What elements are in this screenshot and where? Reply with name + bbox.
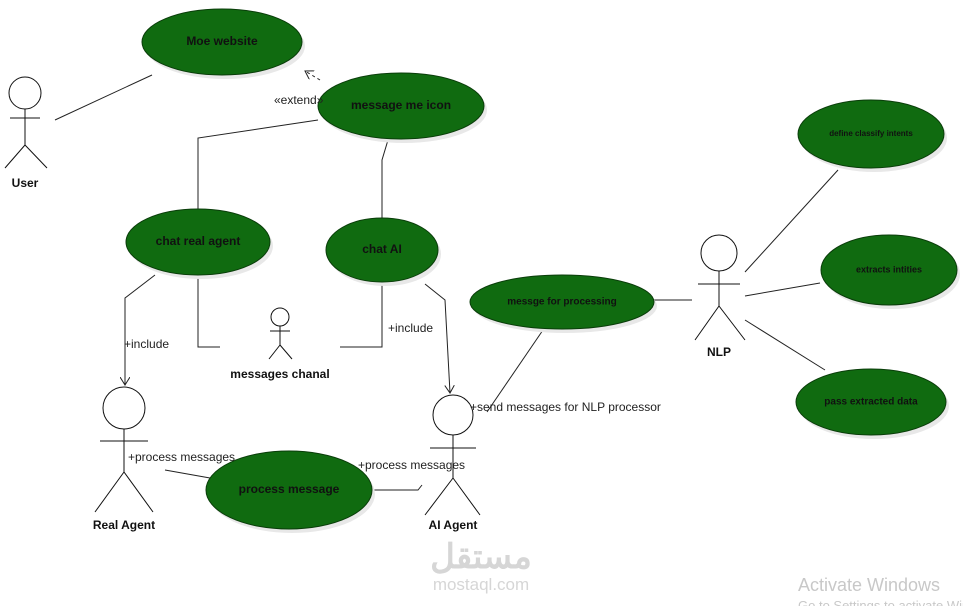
actor-real-agent[interactable]: Real Agent	[93, 386, 155, 532]
actor-user[interactable]: User	[4, 76, 48, 190]
user-website-line	[54, 74, 153, 121]
activate-subtitle: Go to Settings to activate Windows.	[798, 598, 963, 606]
use-case-label: message me icon	[351, 98, 451, 112]
include-real-arrow	[125, 274, 156, 385]
connectors	[54, 71, 839, 491]
extend-label: «extend»	[274, 93, 324, 107]
use-case-label: process message	[239, 482, 340, 496]
use-case-moe-website[interactable]: Moe website	[141, 8, 305, 79]
process-label-ai: +process messages	[358, 458, 465, 472]
include-label-real: +include	[124, 337, 169, 351]
realagent-channel-line	[197, 275, 220, 348]
mostaql-watermark: مستقل mostaql.com	[430, 538, 532, 594]
actor-messages-chanal[interactable]: messages chanal	[230, 307, 330, 381]
icon-chatai-line	[381, 139, 389, 218]
use-case-process-message[interactable]: process message	[205, 450, 375, 533]
use-case-chat-real-agent[interactable]: chat real agent	[125, 208, 273, 279]
use-case-pass-extracted-data[interactable]: pass extracted data	[795, 368, 949, 439]
watermark-site: mostaql.com	[433, 575, 529, 594]
nlp-entities-line	[744, 282, 821, 297]
include-label-ai: +include	[388, 321, 433, 335]
use-case-label: chat real agent	[156, 234, 241, 248]
process-label-real: +process messages	[128, 450, 235, 464]
nlp-intents-line	[744, 169, 839, 273]
aiagent-process-line	[373, 484, 423, 491]
watermark-arabic: مستقل	[430, 538, 532, 576]
use-case-define-classify-intents[interactable]: define classify intents	[797, 99, 947, 172]
use-case-message-me-icon[interactable]: message me icon	[317, 72, 487, 143]
actor-label: User	[12, 176, 39, 190]
chatai-channel-line	[340, 282, 383, 348]
use-case-extracts-intities[interactable]: extracts intities	[820, 234, 960, 309]
actor-label: NLP	[707, 345, 731, 359]
use-case-label: pass extracted data	[824, 397, 918, 408]
use-case-label: define classify intents	[829, 129, 913, 138]
use-case-label: extracts intities	[856, 264, 922, 274]
ai-processing-line	[486, 329, 544, 413]
use-case-messge-for-processing[interactable]: messge for processing	[469, 274, 657, 333]
nlp-pass-line	[744, 319, 826, 371]
use-case-label: Moe website	[186, 34, 258, 48]
activate-windows-notice: Activate Windows Go to Settings to activ…	[798, 575, 963, 606]
send-nlp-label: +send messages for NLP processor	[470, 400, 661, 414]
use-case-chat-ai[interactable]: chat AI	[325, 217, 441, 286]
actor-label: AI Agent	[429, 518, 478, 532]
actor-ai-agent[interactable]: AI Agent	[424, 394, 481, 532]
actor-label: Real Agent	[93, 518, 155, 532]
actor-nlp[interactable]: NLP	[694, 234, 746, 359]
use-case-label: chat AI	[362, 242, 402, 256]
use-case-label: messge for processing	[507, 297, 616, 308]
actor-label: messages chanal	[230, 367, 329, 381]
activate-title: Activate Windows	[798, 575, 940, 595]
include-ai-arrow	[424, 283, 450, 393]
extend-arrow	[305, 71, 321, 81]
icon-realagent-line	[197, 119, 319, 210]
realagent-process-line	[164, 469, 211, 479]
